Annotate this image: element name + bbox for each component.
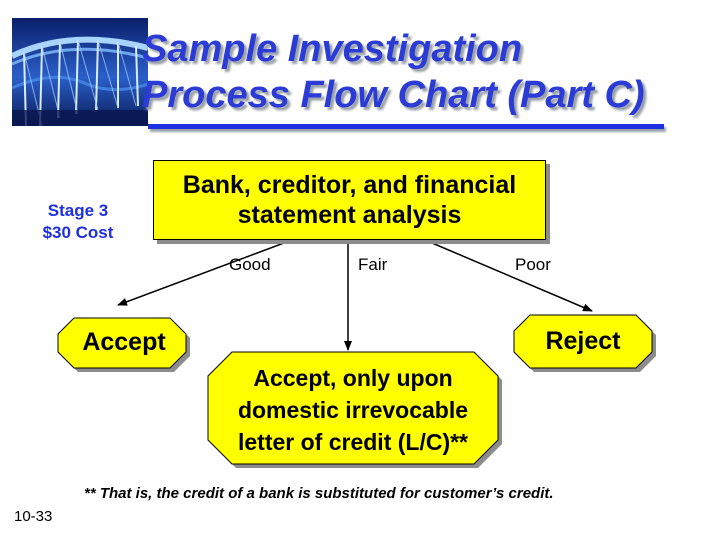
accept-label: Accept: [82, 328, 166, 356]
reject-node: Reject: [513, 314, 656, 372]
outcome-fair: Fair: [358, 255, 388, 274]
outcome-poor: Poor: [515, 255, 551, 274]
title-underline: [148, 124, 664, 129]
title-line-1: Sample Investigation: [142, 28, 523, 70]
lc-line-3: letter of credit (L/C)**: [238, 429, 468, 455]
bridge-photo-icon: [12, 18, 148, 126]
stage-cost: $30 Cost: [42, 223, 114, 242]
letter-of-credit-node: Accept, only upon domestic irrevocable l…: [207, 351, 502, 468]
bridge-photo-graphic: [12, 18, 148, 126]
reject-label: Reject: [545, 327, 621, 355]
stage-label: Stage 3 $30 Cost: [20, 200, 136, 244]
footnote: ** That is, the credit of a bank is subs…: [84, 485, 554, 502]
title-line-2: Process Flow Chart (Part C): [142, 74, 645, 116]
analysis-line-2: statement analysis: [237, 201, 462, 229]
page-number: 10-33: [14, 508, 53, 525]
stage-number: Stage 3: [47, 201, 109, 220]
accept-node: Accept: [57, 317, 190, 372]
analysis-line-1: Bank, creditor, and financial: [182, 171, 517, 199]
page-title: Sample Investigation Process Flow Chart …: [142, 26, 702, 118]
outcome-good: Good: [229, 255, 271, 274]
lc-line-1: Accept, only upon: [253, 365, 452, 391]
analysis-box: Bank, creditor, and financial statement …: [153, 160, 546, 240]
good-arrow: [117, 236, 301, 306]
lc-line-2: domestic irrevocable: [238, 397, 468, 423]
poor-arrow: [417, 236, 593, 312]
